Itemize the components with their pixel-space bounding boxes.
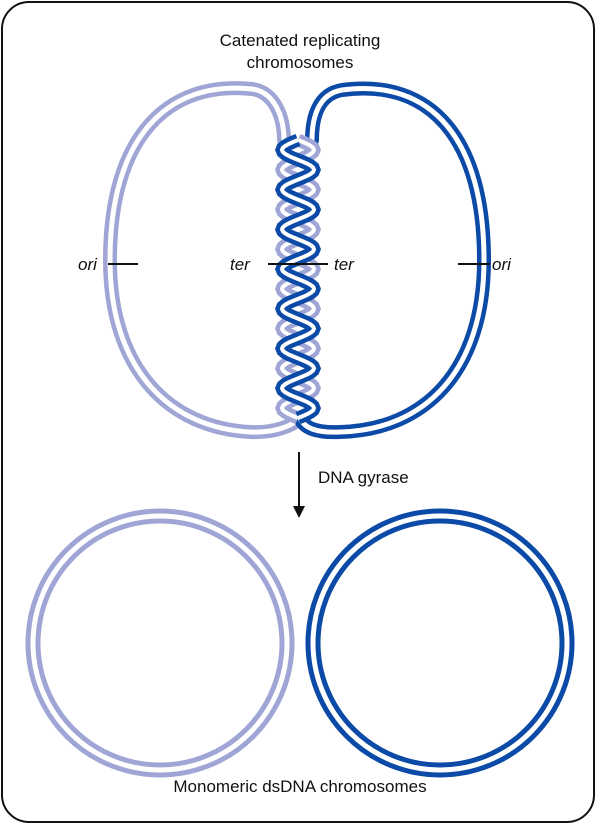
ori-left-label: ori	[78, 255, 97, 274]
dark-chromosome-catenated	[293, 81, 492, 440]
catenated-twist-region	[274, 133, 322, 425]
light-monomer-circle	[25, 508, 295, 778]
light-loop-gap	[107, 85, 303, 435]
ter-left-label: ter	[230, 255, 250, 274]
gyrase-arrow	[293, 452, 305, 518]
dark-loop-gap	[297, 86, 487, 435]
title-line-1: Catenated replicating	[219, 31, 381, 50]
dark-monomer-circle	[305, 508, 575, 778]
title-line-2: chromosomes	[246, 53, 354, 72]
dna-gyrase-label: DNA gyrase	[318, 468, 409, 487]
diagram-caption: Monomeric dsDNA chromosomes	[173, 777, 427, 796]
dark-helix-strand-gap	[279, 138, 317, 420]
ori-right-label: ori	[492, 255, 511, 274]
ter-right-label: ter	[334, 255, 354, 274]
light-chromosome-catenated	[102, 81, 307, 440]
diagram-title: Catenated replicating chromosomes	[0, 30, 600, 74]
